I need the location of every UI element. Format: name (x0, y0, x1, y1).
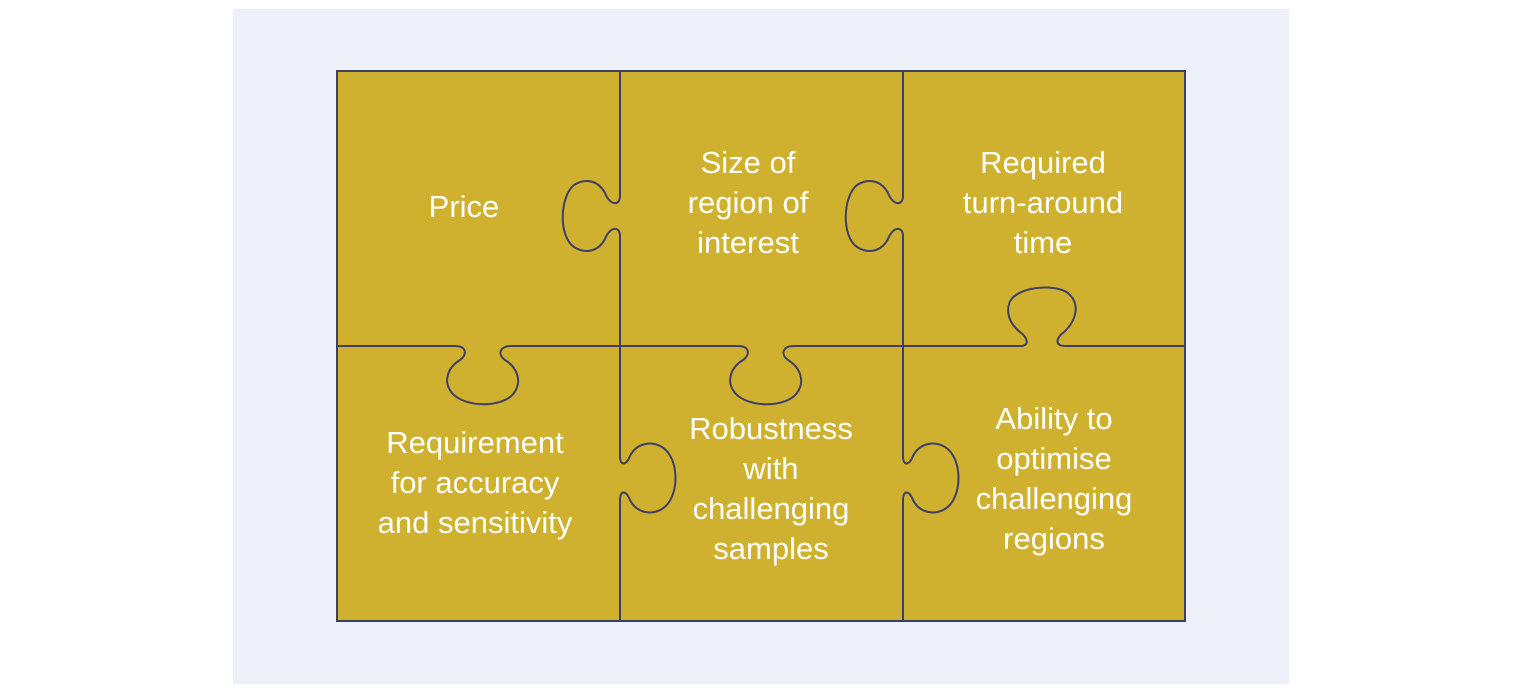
puzzle-board (336, 70, 1186, 622)
piece-label-optimise: Ability to optimise challenging regions (975, 401, 1133, 556)
cut-bottom-left-vertical (619, 345, 677, 622)
cut-top-left-vertical (561, 70, 621, 347)
piece-label-accuracy: Requirement for accuracy and sensitivity (377, 425, 573, 540)
piece-label-size: Size of region of interest (687, 145, 809, 260)
cut-bottom-right-vertical (902, 345, 960, 622)
piece-label-price: Price (428, 189, 500, 224)
cut-top-right-vertical (844, 70, 904, 347)
piece-label-robustness: Robustness with challenging samples (689, 411, 853, 566)
cut-horizontal (336, 286, 1186, 406)
piece-label-turnaround: Required turn-around time (962, 145, 1124, 260)
